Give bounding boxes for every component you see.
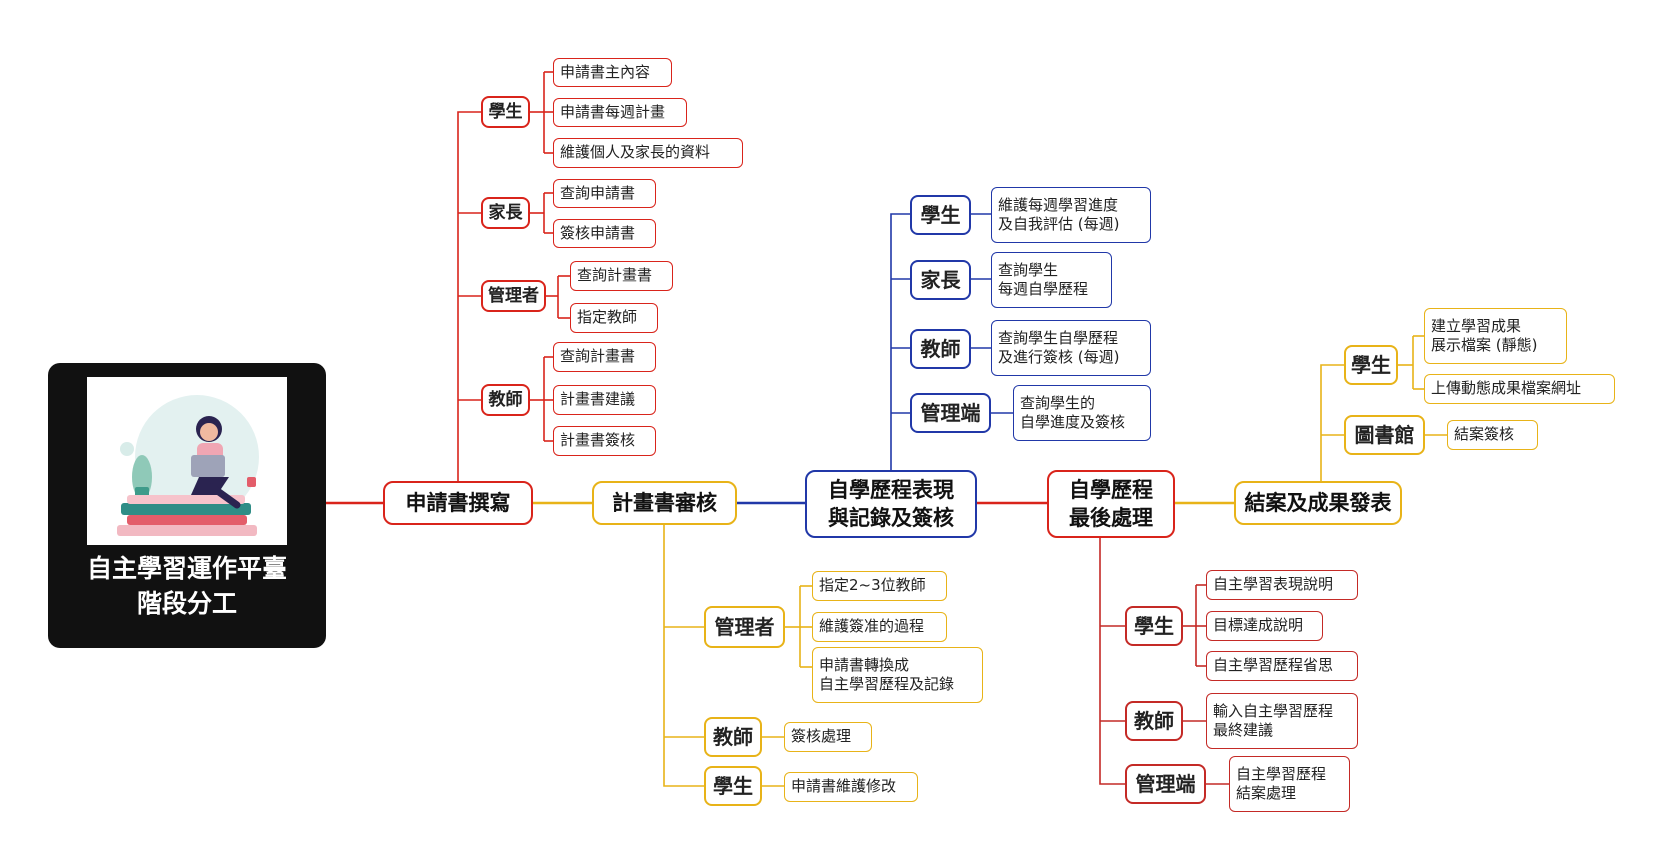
review-admin-item-2[interactable]: 維護簽准的過程	[812, 612, 947, 642]
close-student-item-1[interactable]: 建立學習成果 展示檔案 (靜態)	[1424, 308, 1567, 364]
record-teacher-item-1[interactable]: 查詢學生自學歷程 及進行簽核 (每週)	[991, 320, 1151, 376]
final-role-student[interactable]: 學生	[1125, 606, 1183, 646]
review-role-admin[interactable]: 管理者	[704, 606, 785, 648]
review-admin-item-1[interactable]: 指定2~3位教師	[812, 571, 947, 601]
apply-admin-item-2[interactable]: 指定教師	[570, 303, 658, 333]
record-role-teacher[interactable]: 教師	[910, 329, 971, 369]
record-role-parent[interactable]: 家長	[910, 260, 971, 300]
review-admin-item-3[interactable]: 申請書轉換成 自主學習歷程及記錄	[812, 647, 983, 703]
record-role-student[interactable]: 學生	[910, 195, 971, 235]
close-library-item-1[interactable]: 結案簽核	[1447, 420, 1538, 450]
apply-role-student[interactable]: 學生	[481, 96, 530, 128]
apply-student-item-3[interactable]: 維護個人及家長的資料	[553, 138, 743, 168]
close-role-student[interactable]: 學生	[1344, 345, 1398, 385]
review-teacher-item-1[interactable]: 簽核處理	[784, 722, 872, 752]
apply-student-item-2[interactable]: 申請書每週計畫	[553, 98, 687, 127]
apply-role-parent[interactable]: 家長	[481, 197, 530, 229]
review-role-teacher[interactable]: 教師	[704, 717, 762, 757]
record-admin-item-1[interactable]: 查詢學生的 自學進度及簽核	[1013, 385, 1151, 441]
final-admin-item-1[interactable]: 自主學習歷程 結案處理	[1229, 756, 1350, 812]
record-role-admin[interactable]: 管理端	[910, 393, 991, 433]
final-role-admin[interactable]: 管理端	[1125, 764, 1206, 804]
apply-teacher-item-3[interactable]: 計畫書簽核	[553, 426, 656, 456]
stage-review[interactable]: 計畫書審核	[592, 481, 737, 525]
stage-close[interactable]: 結案及成果發表	[1234, 481, 1402, 525]
stage-apply[interactable]: 申請書撰寫	[383, 481, 533, 525]
close-role-library[interactable]: 圖書館	[1344, 415, 1425, 455]
apply-teacher-item-1[interactable]: 查詢計畫書	[553, 342, 656, 372]
record-parent-item-1[interactable]: 查詢學生 每週自學歷程	[991, 252, 1112, 308]
apply-student-item-1[interactable]: 申請書主內容	[553, 58, 672, 87]
record-student-item-1[interactable]: 維護每週學習進度 及自我評估 (每週)	[991, 187, 1151, 243]
final-student-item-3[interactable]: 自主學習歷程省思	[1206, 651, 1358, 681]
illustration-image	[87, 377, 287, 545]
stage-record[interactable]: 自學歷程表現 與記錄及簽核	[805, 470, 977, 538]
apply-role-admin[interactable]: 管理者	[481, 280, 546, 312]
review-role-student[interactable]: 學生	[704, 766, 762, 806]
stage-final[interactable]: 自學歷程 最後處理	[1047, 470, 1175, 538]
final-role-teacher[interactable]: 教師	[1125, 701, 1183, 741]
final-student-item-1[interactable]: 自主學習表現說明	[1206, 570, 1358, 600]
final-student-item-2[interactable]: 目標達成說明	[1206, 611, 1323, 641]
root-title: 自主學習運作平臺 階段分工	[48, 551, 326, 621]
apply-role-teacher[interactable]: 教師	[481, 384, 530, 416]
apply-teacher-item-2[interactable]: 計畫書建議	[553, 385, 656, 415]
root-node[interactable]: 自主學習運作平臺 階段分工	[48, 363, 326, 648]
review-student-item-1[interactable]: 申請書維護修改	[784, 772, 918, 802]
apply-parent-item-1[interactable]: 查詢申請書	[553, 179, 656, 208]
apply-admin-item-1[interactable]: 查詢計畫書	[570, 261, 673, 291]
final-teacher-item-1[interactable]: 輸入自主學習歷程 最終建議	[1206, 693, 1358, 749]
close-student-item-2[interactable]: 上傳動態成果檔案網址	[1424, 374, 1615, 404]
apply-parent-item-2[interactable]: 簽核申請書	[553, 219, 656, 248]
